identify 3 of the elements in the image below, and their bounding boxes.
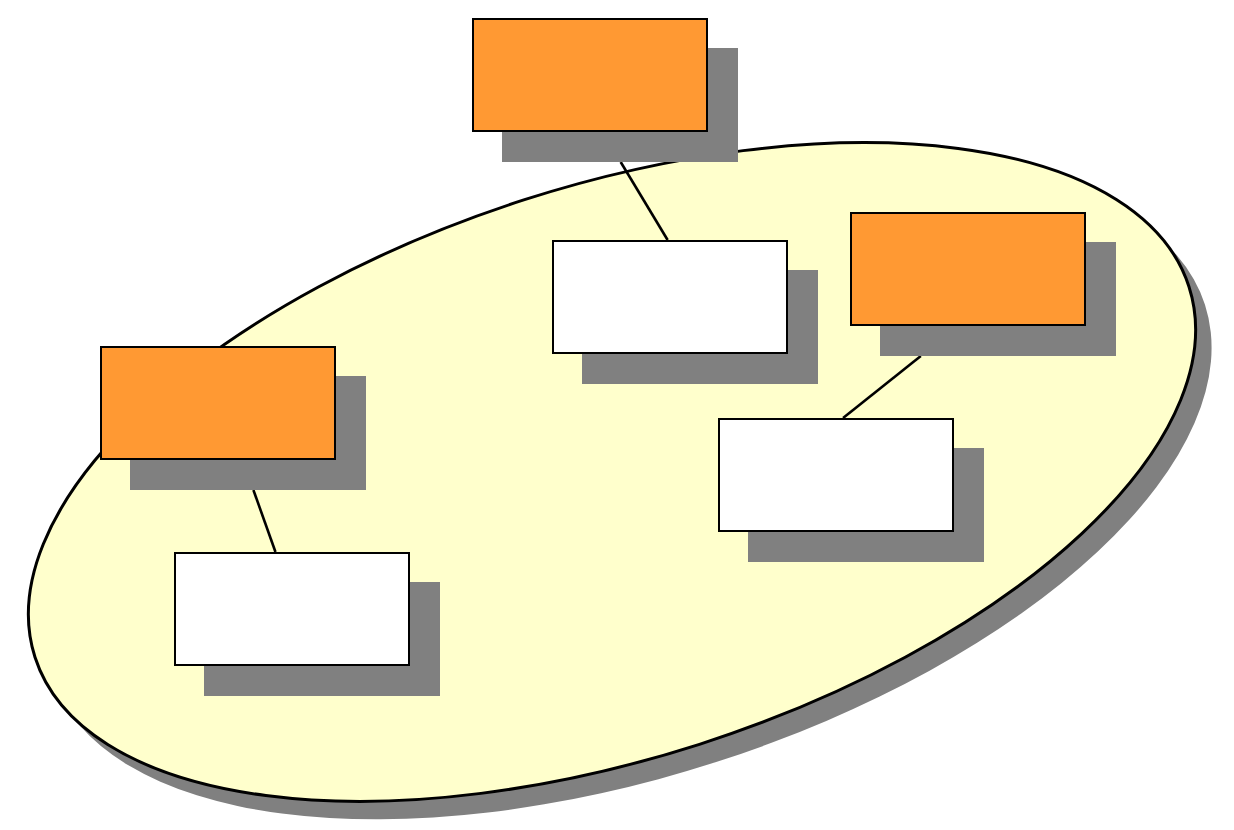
connector-line [619, 161, 669, 241]
connector-line [842, 355, 922, 419]
connector-line [252, 489, 277, 553]
